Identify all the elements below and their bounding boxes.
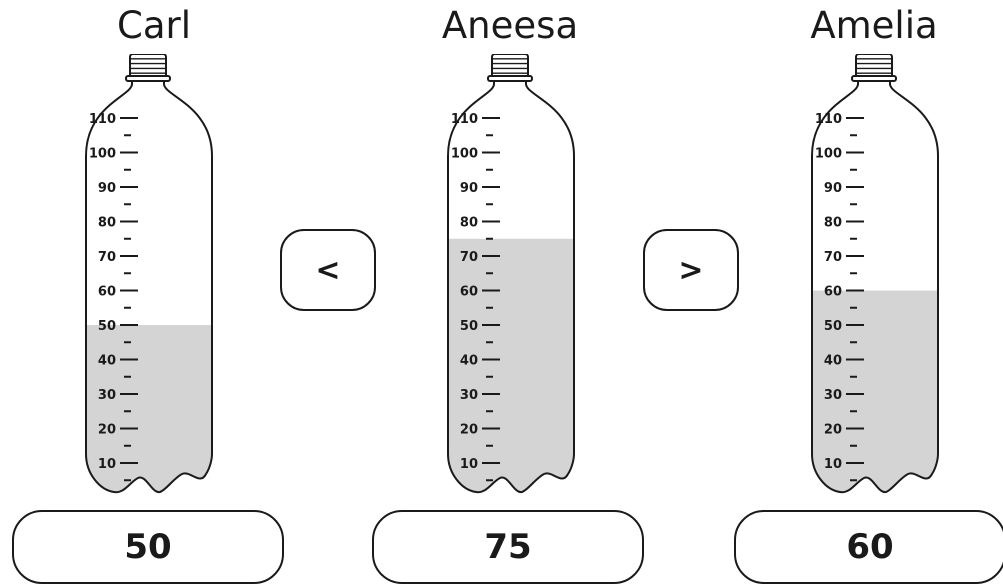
comparison-symbol-1: < [315,252,341,288]
scale-label: 40 [824,354,842,369]
comparison-box-2: > [643,229,739,311]
scale-label: 10 [460,457,478,472]
scale-label: 40 [98,354,116,369]
scale-label: 70 [460,250,478,265]
scale-label: 60 [824,285,842,300]
scale-label: 10 [98,457,116,472]
scale-label: 20 [460,423,478,438]
bottle-cap-aneesa [487,54,533,82]
scale-label: 80 [824,216,842,231]
bottle-outline-carl [85,77,213,494]
scale-label: 80 [460,216,478,231]
scale-label: 110 [451,112,478,127]
answer-value-carl: 50 [124,527,172,567]
scale-label: 110 [815,112,842,127]
bottle-outline-amelia [811,77,939,494]
bottle-outline-aneesa [447,77,575,494]
liquid-fill-aneesa [448,238,574,493]
scale-label: 10 [824,457,842,472]
scale-label: 50 [98,319,116,334]
bottle-carl: 110 100 90 80 70 60 50 40 30 20 10 [85,54,213,494]
scale-label: 60 [98,285,116,300]
scale-label: 50 [824,319,842,334]
liquid-fill-amelia [812,290,938,493]
scale-amelia: 110 100 90 80 70 60 50 40 30 20 10 [815,112,864,482]
scale-carl: 110 100 90 80 70 60 50 40 30 20 10 [89,112,138,482]
scale-label: 40 [460,354,478,369]
scale-aneesa: 110 100 90 80 70 60 50 40 30 20 10 [451,112,500,482]
scale-label: 20 [824,423,842,438]
scale-label: 80 [98,216,116,231]
bottle-name-carl: Carl [117,4,191,47]
scale-label: 90 [98,181,116,196]
scale-label: 20 [98,423,116,438]
bottle-aneesa: 110 100 90 80 70 60 50 40 30 20 10 [447,54,575,494]
scale-label: 100 [89,147,116,162]
scale-label: 70 [824,250,842,265]
scale-label: 90 [824,181,842,196]
scale-label: 30 [98,388,116,403]
answer-value-amelia: 60 [846,527,894,567]
scale-label: 90 [460,181,478,196]
scale-label: 30 [824,388,842,403]
bottle-name-aneesa: Aneesa [441,4,579,47]
comparison-box-1: < [280,229,376,311]
bottle-amelia: 110 100 90 80 70 60 50 40 30 20 10 [811,54,939,494]
scale-label: 30 [460,388,478,403]
scale-label: 60 [460,285,478,300]
answer-box-carl: 50 [12,510,284,584]
bottle-cap-amelia [851,54,897,82]
comparison-symbol-2: > [678,252,704,288]
scale-label: 100 [815,147,842,162]
scale-label: 50 [460,319,478,334]
bottle-cap-carl [125,54,171,82]
scale-label: 100 [451,147,478,162]
scale-label: 110 [89,112,116,127]
bottle-name-amelia: Amelia [810,4,938,47]
liquid-fill-carl [86,325,212,493]
answer-value-aneesa: 75 [484,527,532,567]
scale-label: 70 [98,250,116,265]
answer-box-amelia: 60 [734,510,1003,584]
answer-box-aneesa: 75 [372,510,644,584]
